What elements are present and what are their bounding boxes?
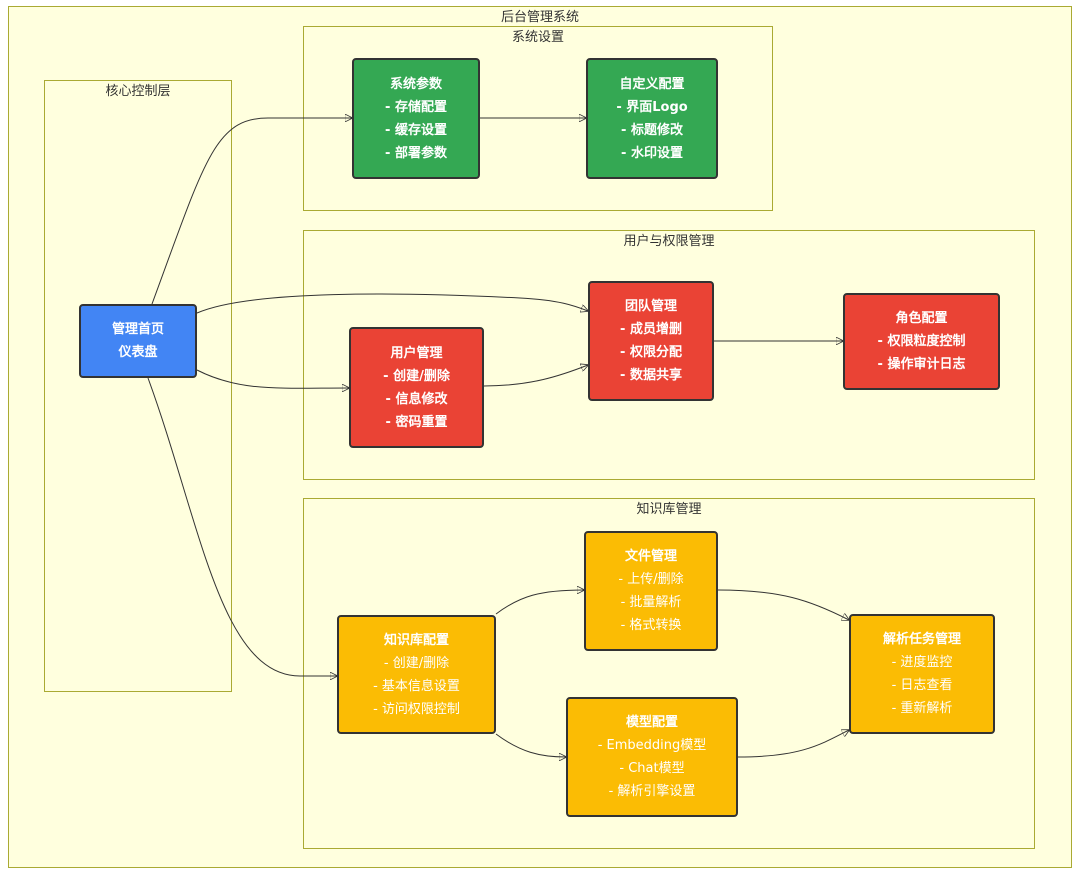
cluster-title-admin-system: 后台管理系统 <box>500 10 579 25</box>
node-custom-config-item-3: - 水印设置 <box>621 145 683 161</box>
node-team-management-item-2: - 权限分配 <box>620 345 682 360</box>
node-custom-config[interactable]: 自定义配置 - 界面Logo - 标题修改 - 水印设置 <box>586 58 718 179</box>
node-user-management-item-1: - 创建/删除 <box>383 368 450 384</box>
node-kb-config-item-2: - 基本信息设置 <box>373 678 460 694</box>
node-file-management-item-3: - 格式转换 <box>620 618 682 633</box>
node-user-management-item-2: - 信息修改 <box>385 391 448 407</box>
node-team-management-item-3: - 数据共享 <box>620 368 682 383</box>
node-parse-task-title: 解析任务管理 <box>882 632 961 647</box>
node-user-management-title: 用户管理 <box>390 345 443 361</box>
node-user-management[interactable]: 用户管理 - 创建/删除 - 信息修改 - 密码重置 <box>349 327 484 448</box>
node-model-config-title: 模型配置 <box>625 715 678 730</box>
node-role-config-title: 角色配置 <box>895 311 948 326</box>
node-system-params-title: 系统参数 <box>389 76 442 92</box>
node-parse-task-item-2: - 日志查看 <box>891 678 953 693</box>
node-role-config-item-2: - 操作审计日志 <box>877 357 966 372</box>
node-file-management-item-1: - 上传/删除 <box>618 572 684 587</box>
cluster-title-knowledge-base: 知识库管理 <box>636 502 702 517</box>
cluster-title-system-settings: 系统设置 <box>511 30 564 45</box>
cluster-title-user-permission: 用户与权限管理 <box>623 234 715 249</box>
node-model-config[interactable]: 模型配置 - Embedding模型 - Chat模型 - 解析引擎设置 <box>566 697 738 817</box>
node-model-config-item-1: - Embedding模型 <box>597 738 707 753</box>
node-team-management-title: 团队管理 <box>624 299 677 314</box>
node-dashboard[interactable]: 管理首页 仪表盘 <box>79 304 197 378</box>
node-role-config-item-1: - 权限粒度控制 <box>877 334 966 349</box>
node-system-params-item-3: - 部署参数 <box>385 145 447 161</box>
node-system-params[interactable]: 系统参数 - 存储配置 - 缓存设置 - 部署参数 <box>352 58 480 179</box>
node-file-management-item-2: - 批量解析 <box>620 595 682 610</box>
node-file-management-title: 文件管理 <box>624 549 677 564</box>
node-team-management-item-1: - 成员增删 <box>620 322 682 337</box>
node-kb-config[interactable]: 知识库配置 - 创建/删除 - 基本信息设置 - 访问权限控制 <box>337 615 496 734</box>
node-file-management[interactable]: 文件管理 - 上传/删除 - 批量解析 - 格式转换 <box>584 531 718 651</box>
node-kb-config-item-3: - 访问权限控制 <box>373 701 460 717</box>
node-kb-config-title: 知识库配置 <box>383 632 449 648</box>
cluster-title-core-control: 核心控制层 <box>105 84 171 99</box>
node-dashboard-line-1: 管理首页 <box>111 322 164 337</box>
node-role-config[interactable]: 角色配置 - 权限粒度控制 - 操作审计日志 <box>843 293 1000 390</box>
node-dashboard-line-2: 仪表盘 <box>118 345 158 360</box>
node-custom-config-title: 自定义配置 <box>619 76 685 92</box>
cluster-core-control: 核心控制层 <box>44 80 232 692</box>
node-kb-config-item-1: - 创建/删除 <box>383 655 450 671</box>
node-parse-task-item-1: - 进度监控 <box>891 655 953 670</box>
node-custom-config-item-2: - 标题修改 <box>621 122 683 138</box>
node-team-management[interactable]: 团队管理 - 成员增删 - 权限分配 - 数据共享 <box>588 281 714 401</box>
node-user-management-item-3: - 密码重置 <box>385 414 448 430</box>
node-custom-config-item-1: - 界面Logo <box>616 99 688 115</box>
node-parse-task[interactable]: 解析任务管理 - 进度监控 - 日志查看 - 重新解析 <box>849 614 995 734</box>
node-system-params-item-2: - 缓存设置 <box>385 122 447 138</box>
node-model-config-item-2: - Chat模型 <box>619 761 685 776</box>
node-parse-task-item-3: - 重新解析 <box>891 701 953 716</box>
node-model-config-item-3: - 解析引擎设置 <box>608 784 696 799</box>
node-system-params-item-1: - 存储配置 <box>385 99 447 115</box>
